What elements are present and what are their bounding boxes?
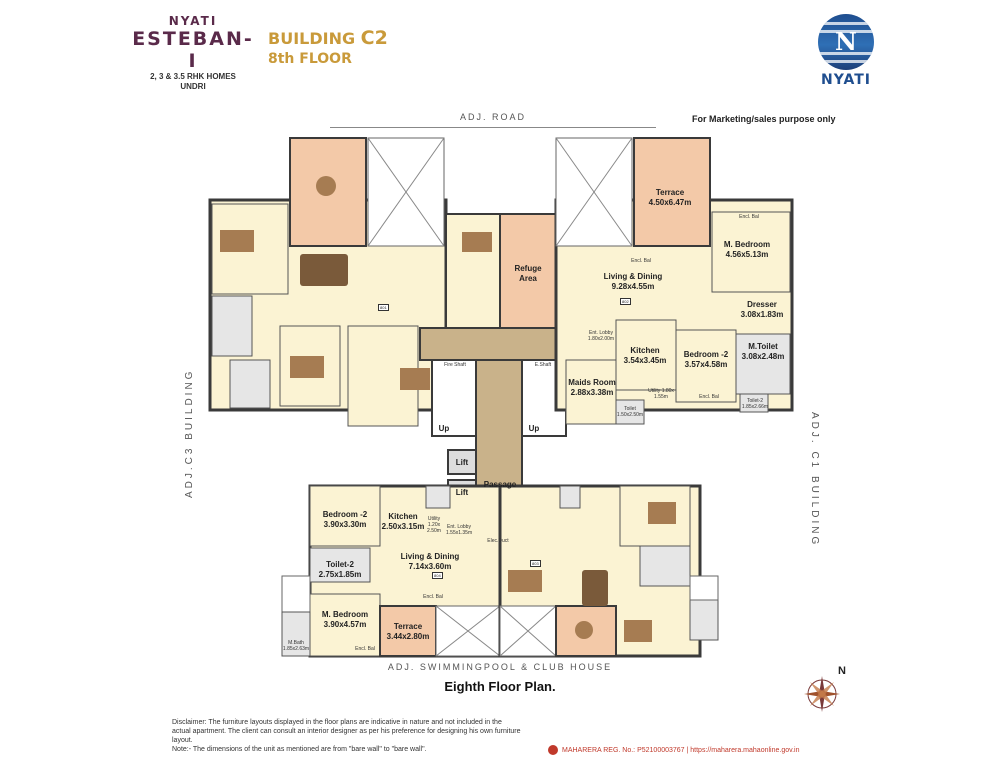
disclaimer-note: Note:- The dimensions of the unit as men…	[172, 746, 427, 753]
unit-802: 802	[620, 298, 631, 305]
compass-icon: N	[804, 665, 846, 712]
label-fire-shaft: Fire Shaft	[444, 362, 466, 368]
bottom-right-unit	[498, 484, 719, 658]
label-elec-duct: Elec.Duct	[487, 538, 509, 544]
road-top-line	[330, 127, 656, 128]
room-lift-1: Lift	[455, 458, 469, 467]
side-right-label: ADJ. C1 BUILDING	[809, 412, 820, 548]
unit-804: 804	[432, 572, 443, 579]
logo-word: NYATI	[820, 72, 872, 88]
side-left-label: ADJ.C3 BUILDING	[184, 368, 195, 498]
unit-803: 803	[530, 560, 541, 567]
disclaimer-text: Disclaimer: The furniture layouts displa…	[172, 719, 521, 744]
room-passage: Passage	[483, 480, 517, 489]
label-utility-top: Utility 1.80x 1.55m	[648, 388, 674, 400]
building-code: C2	[360, 27, 388, 49]
stair-up-2: Up	[528, 424, 540, 433]
label-encl-bal-2: Encl. Bal	[631, 258, 651, 264]
unit-801: 801	[378, 304, 389, 311]
marketing-note: For Marketing/sales purpose only	[692, 114, 836, 124]
label-encl-bal-1: Encl. Bal	[739, 214, 759, 220]
compass-letter: N	[838, 665, 846, 677]
globe-icon: N	[818, 14, 874, 70]
building-prefix: BUILDING	[268, 29, 356, 48]
road-bottom-label: ADJ. SWIMMINGPOOL & CLUB HOUSE	[387, 662, 613, 672]
label-toilet2-top: Toilet-2 1.85x2.66m	[741, 398, 769, 410]
label-utility-bottom: Utility 1.20x 2.50m	[427, 516, 441, 534]
floor-label: 8th FLOOR	[268, 51, 352, 67]
disclaimer: Disclaimer: The furniture layouts displa…	[172, 718, 522, 754]
nyati-logo: N NYATI	[806, 14, 886, 88]
plan-title: Eighth Floor Plan.	[444, 679, 556, 694]
brand-name: ESTEBAN-I	[132, 28, 254, 72]
rera-icon	[548, 745, 558, 755]
label-e-shaft: E.Shaft	[534, 362, 552, 368]
rera-text: MAHARERA REG. No.: P52100003767 | https:…	[562, 746, 800, 754]
label-encl-bal-5: Encl. Bal	[355, 646, 375, 652]
label-encl-bal-4: Encl. Bal	[423, 594, 443, 600]
road-top-label: ADJ. ROAD	[459, 112, 526, 122]
esteban-logo: NYATI ESTEBAN-I 2, 3 & 3.5 RHK HOMES UND…	[128, 14, 258, 92]
label-mbath-bottom: M.Bath 1.85x2.63m	[282, 640, 310, 652]
brand-sub-2: UNDRI	[180, 82, 206, 91]
brand-top: NYATI	[168, 14, 218, 28]
rera-registration: MAHARERA REG. No.: P52100003767 | https:…	[548, 745, 799, 755]
label-ent-lobby-bottom: Ent. Lobby 1.55x1.35m	[446, 524, 473, 536]
label-toilet-top: Toilet 1.50x2.50m	[616, 406, 644, 418]
top-left-unit	[208, 137, 501, 427]
label-encl-bal-3: Encl. Bal	[699, 394, 719, 400]
brand-sub-1: 2, 3 & 3.5 RHK HOMES	[150, 72, 236, 81]
label-ent-lobby-top: Ent. Lobby 1.80x2.00m	[587, 330, 615, 342]
building-title: BUILDING C2 8th FLOOR	[268, 28, 388, 69]
room-lift-2: Lift	[455, 488, 469, 497]
stair-up-1: Up	[438, 424, 450, 433]
logo-letter: N	[835, 27, 857, 56]
